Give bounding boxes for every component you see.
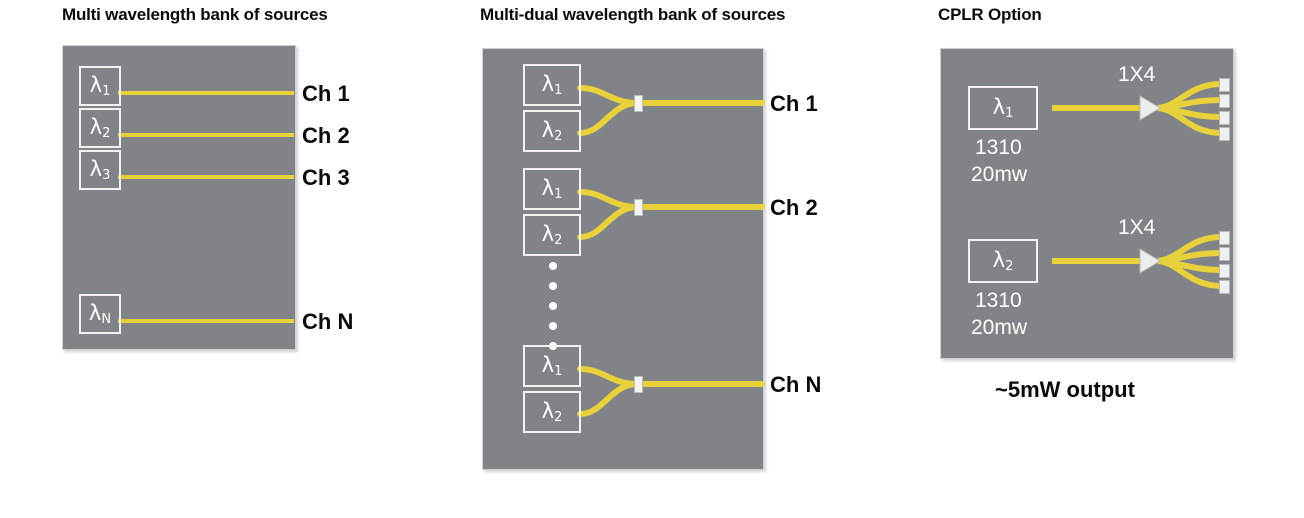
ellipsis-dot (549, 322, 557, 330)
source-box-group2-lambda-1[interactable]: λ1 (523, 168, 581, 210)
source-label: λ1 (541, 71, 563, 98)
source-box-groupN-lambda-1[interactable]: λ1 (523, 345, 581, 387)
coupler-groupN (634, 376, 643, 393)
output-connector (1219, 94, 1230, 108)
power-label-unit1: 20mw (971, 163, 1028, 186)
source-box-lambda-1[interactable]: λ1 (79, 66, 121, 106)
source-box-lambda-2[interactable]: λ2 (79, 108, 121, 148)
output-connector (1219, 280, 1230, 294)
source-label: λ2 (541, 117, 563, 144)
ellipsis-dot (549, 262, 557, 270)
source-label: λ1 (89, 72, 111, 99)
source-label: λ2 (992, 247, 1014, 274)
splitter-label-unit1: 1X4 (1118, 63, 1156, 86)
source-box-cplr-lambda-2[interactable]: λ2 (968, 239, 1038, 283)
output-connector (1219, 264, 1230, 278)
coupler-group2 (634, 199, 643, 216)
power-label-unit2: 20mw (971, 316, 1028, 339)
channel-label-ch2: Ch 2 (302, 123, 350, 148)
wavelength-label-unit2: 1310 (975, 289, 1022, 312)
source-label: λN (88, 300, 112, 327)
channel-label-dual-chN: Ch N (770, 372, 822, 397)
panel-title-multi-dual-wavelength: Multi-dual wavelength bank of sources (480, 5, 786, 24)
ellipsis-dot (549, 282, 557, 290)
output-connector (1219, 231, 1230, 245)
output-connector (1219, 247, 1230, 261)
channel-label-chN: Ch N (302, 309, 354, 334)
source-box-group1-lambda-2[interactable]: λ2 (523, 110, 581, 152)
channel-label-ch3: Ch 3 (302, 165, 350, 190)
source-label: λ1 (541, 175, 563, 202)
wavelength-label-unit1: 1310 (975, 136, 1022, 159)
coupler-group1 (634, 95, 643, 112)
source-label: λ2 (541, 398, 563, 425)
source-box-groupN-lambda-2[interactable]: λ2 (523, 391, 581, 433)
cplr-footnote: ~5mW output (995, 377, 1135, 402)
channel-label-dual-ch2: Ch 2 (770, 195, 818, 220)
channel-label-dual-ch1: Ch 1 (770, 91, 818, 116)
panel-multi-wavelength (62, 45, 296, 350)
source-box-lambda-3[interactable]: λ3 (79, 150, 121, 190)
panel-title-multi-wavelength: Multi wavelength bank of sources (62, 5, 328, 24)
source-box-cplr-lambda-1[interactable]: λ1 (968, 86, 1038, 130)
output-connector (1219, 127, 1230, 141)
source-label: λ3 (89, 156, 111, 183)
source-box-group2-lambda-2[interactable]: λ2 (523, 214, 581, 256)
source-box-lambda-N[interactable]: λN (79, 294, 121, 334)
source-label: λ1 (541, 352, 563, 379)
channel-label-ch1: Ch 1 (302, 81, 350, 106)
ellipsis-dot (549, 302, 557, 310)
splitter-label-unit2: 1X4 (1118, 216, 1156, 239)
output-connector (1219, 111, 1230, 125)
source-label: λ2 (89, 114, 111, 141)
source-label: λ1 (992, 94, 1014, 121)
output-connector (1219, 78, 1230, 92)
source-label: λ2 (541, 221, 563, 248)
panel-title-cplr-option: CPLR Option (938, 5, 1042, 24)
source-box-group1-lambda-1[interactable]: λ1 (523, 64, 581, 106)
